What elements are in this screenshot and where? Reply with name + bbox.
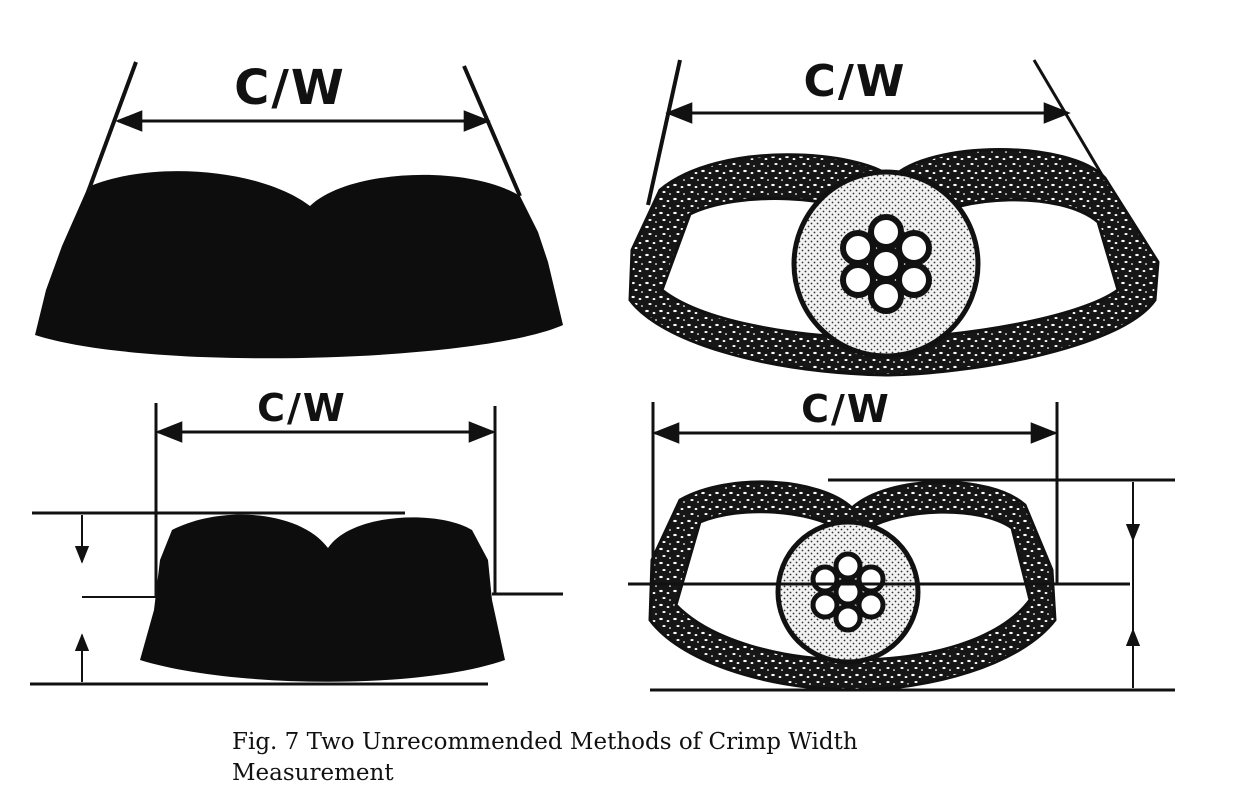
bottom-left-crimp: C/W	[30, 386, 563, 686]
cw-label: C/W	[804, 56, 907, 107]
wire-strands	[840, 214, 932, 314]
figure-caption: Fig. 7 Two Unrecommended Methods of Crim…	[232, 729, 858, 786]
cw-label: C/W	[234, 60, 346, 116]
top-right-crimp: C/W	[628, 56, 1160, 377]
solid-crimp-shape	[35, 171, 563, 359]
right-flank-line	[462, 65, 522, 197]
left-flank-line	[86, 61, 138, 193]
solid-crimp-shape	[140, 514, 505, 682]
left-flank-line	[646, 59, 682, 206]
wire-strands	[810, 551, 886, 633]
cw-label: C/W	[801, 387, 891, 431]
cw-label: C/W	[257, 386, 347, 430]
bottom-right-crimp: C/W	[628, 387, 1175, 692]
top-left-crimp: C/W	[35, 60, 563, 359]
